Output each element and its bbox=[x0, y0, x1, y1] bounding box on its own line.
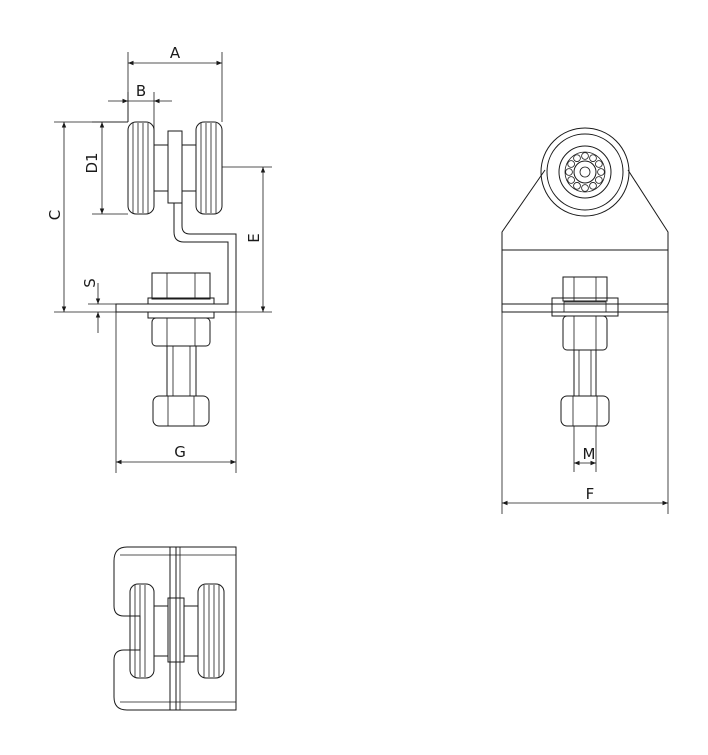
right-wheel bbox=[181, 121, 223, 215]
front-lower-nut bbox=[562, 315, 608, 351]
dimension-s: S bbox=[81, 278, 116, 333]
top-housing bbox=[113, 546, 237, 711]
top-right-wheel bbox=[183, 583, 225, 679]
bearing-ball bbox=[573, 154, 581, 162]
side-view: A B C D1 E bbox=[46, 44, 272, 473]
top-view bbox=[113, 546, 237, 711]
left-wheel bbox=[127, 121, 169, 215]
upper-nut bbox=[147, 272, 215, 305]
front-wheel bbox=[540, 127, 630, 217]
dimension-d1-label: D1 bbox=[83, 152, 101, 173]
bent-bracket bbox=[115, 202, 237, 313]
dimension-a-label: A bbox=[170, 44, 181, 62]
front-upper-nut bbox=[562, 276, 608, 302]
bearing-ball bbox=[567, 176, 575, 184]
bearing-balls bbox=[565, 152, 605, 192]
bearing-ball bbox=[573, 182, 581, 190]
dimension-g-label: G bbox=[174, 443, 186, 461]
top-axle bbox=[167, 597, 185, 663]
dimension-s-label: S bbox=[81, 278, 99, 288]
bearing-ball bbox=[581, 152, 589, 160]
bearing-ball bbox=[565, 168, 573, 176]
lower-nut bbox=[147, 311, 215, 347]
dimension-d1: D1 bbox=[83, 121, 128, 215]
dimension-e: E bbox=[222, 166, 272, 313]
dimension-c-label: C bbox=[46, 210, 64, 220]
dimension-m: M bbox=[573, 426, 597, 472]
dimension-f: F bbox=[501, 312, 669, 514]
dimension-b-label: B bbox=[136, 82, 146, 100]
top-left-wheel bbox=[129, 583, 169, 679]
bottom-nut bbox=[152, 395, 210, 427]
axle-plate bbox=[167, 130, 183, 204]
bearing-ball bbox=[595, 176, 603, 184]
dimension-f-label: F bbox=[586, 485, 595, 503]
bearing-ball bbox=[589, 154, 597, 162]
front-view: M F bbox=[501, 127, 669, 514]
bearing-ball bbox=[589, 182, 597, 190]
bearing-ball bbox=[595, 160, 603, 168]
bearing-ball bbox=[597, 168, 605, 176]
dimension-b: B bbox=[108, 82, 172, 140]
bearing-ball bbox=[567, 160, 575, 168]
front-base-plate bbox=[501, 303, 669, 313]
dimension-g: G bbox=[115, 312, 237, 473]
bearing-ball bbox=[581, 184, 589, 192]
front-bottom-nut bbox=[560, 395, 610, 427]
front-bolt bbox=[573, 349, 597, 397]
dimension-e-label: E bbox=[245, 233, 263, 242]
dimension-m-label: M bbox=[583, 445, 596, 463]
threaded-bolt bbox=[166, 345, 197, 397]
